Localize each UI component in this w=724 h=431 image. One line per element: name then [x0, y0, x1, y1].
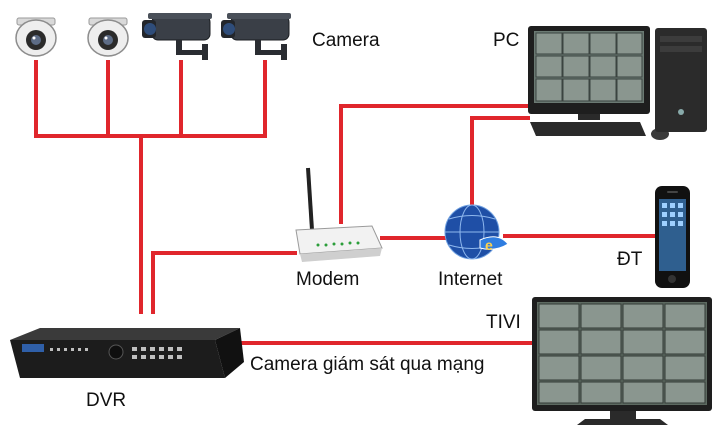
dvr-recorder-icon [10, 328, 244, 378]
modem-label: Modem [296, 269, 360, 290]
remote-viewing-label: Camera giám sát qua mạng [250, 354, 485, 375]
wifi-router-icon [295, 167, 383, 262]
line-camera-bus [34, 60, 267, 138]
bullet-camera-icon [221, 13, 291, 60]
television-icon [532, 297, 712, 425]
line-modem-to-pc [339, 104, 530, 224]
tv-label: TIVI [486, 312, 521, 333]
internet-label: Internet [438, 269, 503, 290]
desktop-computer-icon [528, 26, 707, 140]
camera-label: Camera [312, 30, 380, 51]
line-dvr-to-modem [151, 251, 297, 314]
line-internet-to-pc [470, 116, 530, 212]
svg-text:e: e [485, 237, 493, 253]
dome-camera-icon [15, 17, 57, 57]
pc-label: PC [493, 30, 520, 51]
globe-icon: e [444, 204, 509, 260]
dome-camera-icon [87, 17, 129, 57]
dvr-label: DVR [86, 390, 127, 411]
connection-lines [34, 60, 657, 345]
bullet-camera-icon [142, 13, 212, 60]
phone-label: ĐT [617, 249, 643, 270]
smartphone-icon [655, 186, 690, 288]
